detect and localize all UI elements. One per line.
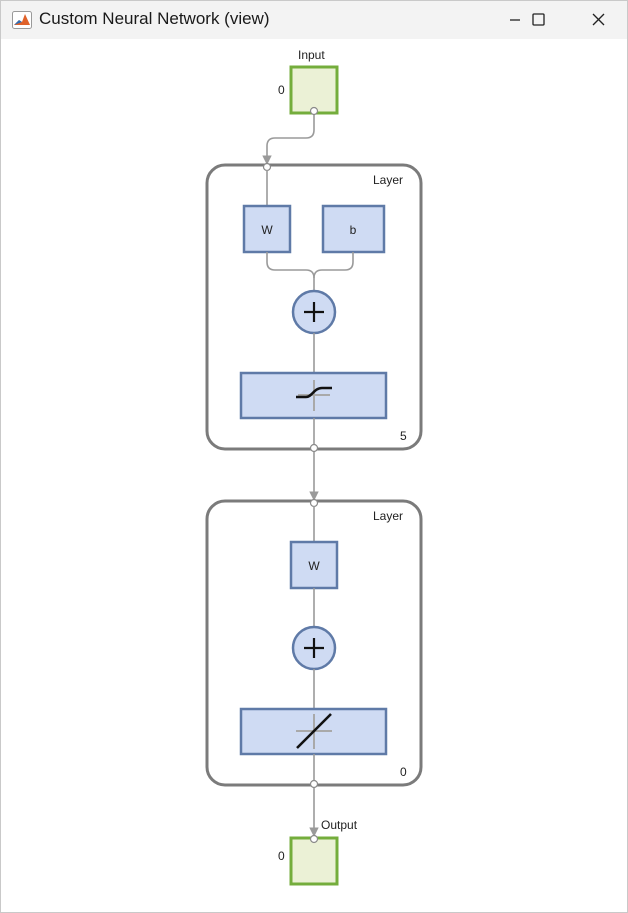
layer1-bias-block[interactable] [321,204,386,254]
output-block[interactable] [289,836,339,886]
layer2-size: 0 [400,765,407,779]
matlab-logo-icon [12,11,32,29]
layer1-weight-wire [266,252,315,290]
layer1-size: 5 [400,429,407,443]
output-port [309,834,319,844]
output-label: Output [321,818,358,832]
layer2-weight-label: W [308,559,320,573]
input-to-layer1-connection [262,110,315,165]
layer2-output-port [309,779,319,789]
layer1-bias-wire [313,252,354,279]
layer2-input-port [309,498,319,508]
input-port [309,106,319,116]
layer1-weight-label: W [261,223,273,237]
close-icon [592,13,605,26]
layer1-bias-label: b [350,223,357,237]
layer2-label: Layer [373,509,403,523]
close-button[interactable] [575,1,621,39]
input-block[interactable] [289,65,339,115]
maximize-button[interactable] [515,1,561,39]
window-title: Custom Neural Network (view) [39,9,270,28]
input-label: Input [298,48,325,62]
title-bar[interactable]: Custom Neural Network (view) [1,1,627,39]
minimize-button[interactable] [492,1,538,39]
maximize-icon [532,13,545,26]
output-size: 0 [278,849,285,863]
layer2-weight-block[interactable] [289,540,339,590]
input-size: 0 [278,83,285,97]
layer1-weight-block[interactable] [242,204,292,254]
layer1-label: Layer [373,173,403,187]
layer1-output-port [309,443,319,453]
layer1-input-port [262,162,272,172]
minimize-icon [510,19,520,21]
linear-transfer-icon [296,713,332,749]
sigmoid-transfer-icon [296,380,332,411]
